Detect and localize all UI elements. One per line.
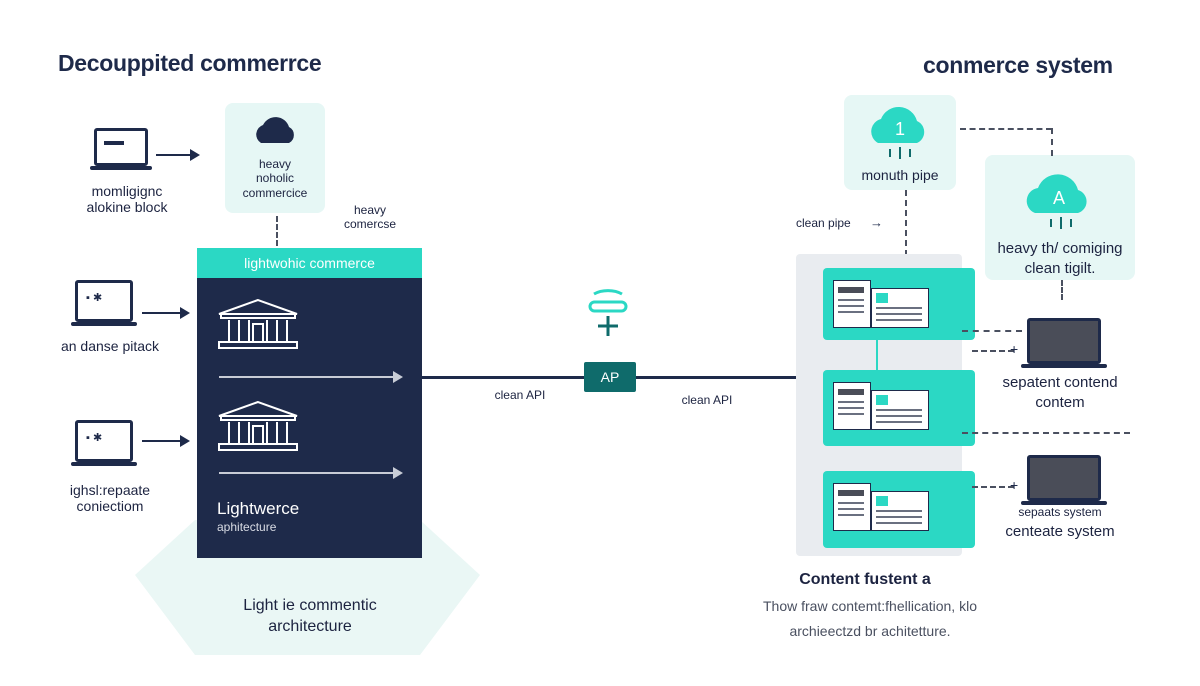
bank-building-icon xyxy=(218,400,298,451)
left-diagram-title: Decouppited commerrce xyxy=(58,50,322,76)
laptop-icon xyxy=(1021,455,1107,507)
client-arrow-1 xyxy=(156,154,192,156)
output-label-1: sepatent contend contem xyxy=(1002,374,1118,411)
cloud-glyph: A xyxy=(1053,188,1065,208)
block-header: lightwohic commerce xyxy=(197,248,422,278)
arrow-head-icon xyxy=(180,307,190,319)
plus-icon: + xyxy=(1010,341,1019,357)
cloud-icon: A xyxy=(1026,174,1087,229)
block-subtitle: aphitecture xyxy=(217,520,277,534)
document-icon xyxy=(871,491,929,531)
arrow-head-icon xyxy=(180,435,190,447)
arrow-right-icon: → xyxy=(870,215,883,230)
laptop-icon: ▪ ✱ xyxy=(71,420,137,470)
laptop-icon: ▪ ✱ xyxy=(71,280,137,330)
flow-line-1 xyxy=(219,376,399,378)
heavy-clean-cloud-label: heavy th/ comiging clean tigilt. xyxy=(997,240,1123,278)
output-label-2: sepaats system xyxy=(1018,505,1102,519)
stack-connector xyxy=(876,338,878,374)
heavy-commerce-label: heavy noholic commercice xyxy=(242,157,308,200)
client-label-3: ighsl:repaate coniectiom xyxy=(69,482,151,515)
dashed-connector xyxy=(1051,128,1053,156)
flow-line-2 xyxy=(219,472,399,474)
content-description-line-2: archieectzd br achitetture. xyxy=(789,623,951,639)
clean-pipe-label: clean pipe xyxy=(796,216,851,230)
content-card-3 xyxy=(823,471,975,548)
client-arrow-2 xyxy=(142,312,182,314)
heavy-commerce-card: heavy noholic commercice xyxy=(225,103,325,213)
document-icon xyxy=(871,288,929,328)
dashed-connector xyxy=(972,350,1014,352)
dashed-connector xyxy=(960,128,1052,130)
laptop-icon xyxy=(1021,318,1107,370)
dashed-connector xyxy=(962,432,1130,434)
content-card-2 xyxy=(823,370,975,446)
pipe-cloud-card: 1 monuth pipe xyxy=(844,95,956,190)
api-left-label: clean API xyxy=(494,388,546,402)
dashed-connector xyxy=(962,330,1022,332)
arrow-head-icon xyxy=(393,467,403,479)
cloud-icon: 1 xyxy=(871,106,925,159)
api-node[interactable]: AP xyxy=(584,362,636,392)
document-icon xyxy=(833,280,871,328)
document-icon xyxy=(833,483,871,531)
client-label-1: momligignc alokine block xyxy=(86,183,168,216)
arrow-head-icon xyxy=(190,149,200,161)
content-heading: Content fustent a xyxy=(799,571,931,588)
card-connector xyxy=(276,216,278,246)
bank-building-icon xyxy=(218,298,298,349)
api-right-label: clean API xyxy=(681,393,733,407)
dashed-connector xyxy=(1061,280,1063,300)
cloud-icon xyxy=(256,117,294,143)
block-title: Lightwerce xyxy=(217,499,300,518)
lightweight-commerce-block: lightwohic commerce Lightwerce aphitectu… xyxy=(197,248,422,558)
heavy-commerce-floating-label: heavy comercse xyxy=(343,203,396,232)
heavy-clean-cloud-card: A heavy th/ comiging clean tigilt. xyxy=(985,155,1135,280)
document-icon xyxy=(871,390,929,430)
cloud-glyph: 1 xyxy=(895,119,905,139)
client-label-2: an danse pitack xyxy=(60,338,160,354)
dashed-connector xyxy=(972,486,1014,488)
content-card-1 xyxy=(823,268,975,340)
plus-icon: + xyxy=(1010,477,1019,493)
arrow-head-icon xyxy=(393,371,403,383)
dashed-connector xyxy=(905,190,907,256)
document-icon xyxy=(833,382,871,430)
wifi-signal-icon xyxy=(588,289,628,336)
hexagon-label: Light ie commentic architecture xyxy=(243,597,377,635)
client-arrow-3 xyxy=(142,440,182,442)
laptop-icon xyxy=(90,128,152,174)
content-description-line-1: Thow fraw contemt:fhellication, klo xyxy=(763,598,977,614)
pipe-cloud-label: monuth pipe xyxy=(861,167,939,183)
output-sublabel-2: centeate system xyxy=(1005,523,1115,540)
right-diagram-title: conmerce system xyxy=(923,52,1113,78)
